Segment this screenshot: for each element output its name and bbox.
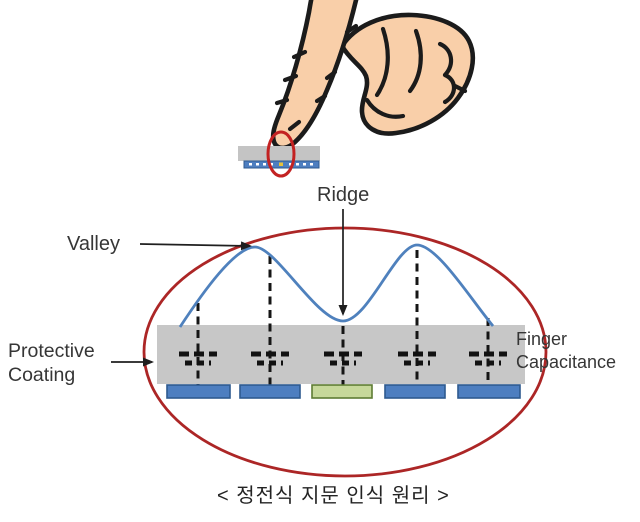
sensor-strip <box>238 130 320 178</box>
ridge-label: Ridge <box>317 184 370 206</box>
cross-section-diagram <box>111 209 548 478</box>
capacitor-symbol-1 <box>179 351 217 366</box>
valley-arrow <box>139 241 252 251</box>
finger-capacitance-label: Finger Capacitance <box>516 329 617 373</box>
electrode-green-3 <box>311 384 373 399</box>
capacitor-symbol-4 <box>398 351 436 366</box>
sensor-coating-bar <box>238 146 320 161</box>
diagram-highlight-ellipse <box>142 226 548 478</box>
electrodes <box>166 384 521 399</box>
fingertip-highlight-ellipse <box>266 130 296 178</box>
annotation-arrows <box>111 209 348 367</box>
finger-illustration <box>270 0 476 151</box>
capacitor-symbol-5 <box>469 351 507 366</box>
valley-label: Valley <box>67 233 120 255</box>
finger-creases <box>274 23 359 132</box>
capacitor-symbol-3 <box>324 351 362 366</box>
caption: < 정전식 지문 인식 원리 > <box>217 485 450 507</box>
index-finger-shape <box>270 0 359 151</box>
electrode-blue-2 <box>239 384 301 399</box>
sensor-tick-marks <box>249 162 313 166</box>
folded-fingers-shape <box>339 12 476 136</box>
capacitor-symbol-2 <box>251 351 289 366</box>
capacitor-symbols <box>179 351 507 366</box>
skin-profile-curve <box>178 243 495 328</box>
electrode-blue-5 <box>457 384 521 399</box>
electrode-blue-1 <box>166 384 231 399</box>
knuckle-creases <box>364 26 468 119</box>
electrode-blue-4 <box>384 384 446 399</box>
protective-coating-label: Protective Coating <box>8 340 95 386</box>
